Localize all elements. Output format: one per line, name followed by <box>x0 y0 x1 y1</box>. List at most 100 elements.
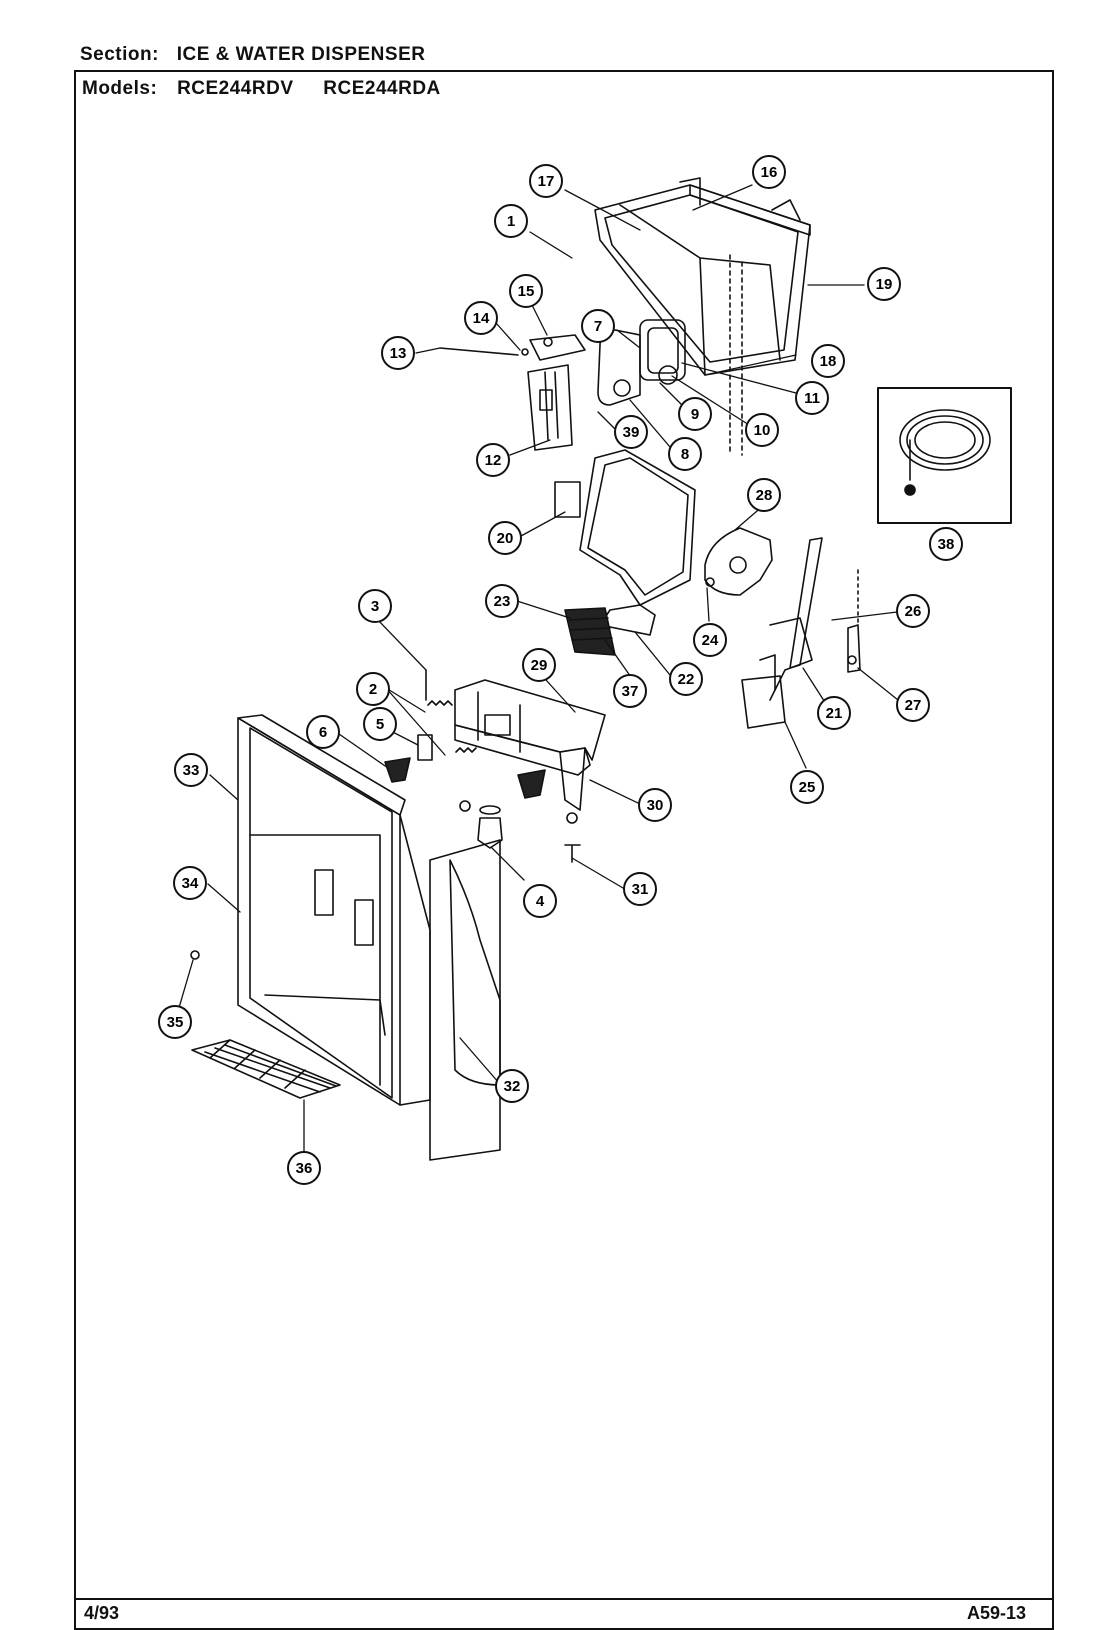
svg-text:26: 26 <box>905 603 922 620</box>
svg-text:16: 16 <box>761 164 778 181</box>
section-title: ICE & WATER DISPENSER <box>176 44 426 65</box>
callout-30: 30 <box>638 788 672 822</box>
callout-10: 10 <box>745 413 779 447</box>
svg-text:12: 12 <box>485 452 502 469</box>
svg-text:39: 39 <box>623 424 640 441</box>
callout-6: 6 <box>306 715 340 749</box>
ice-bucket-housing <box>594 177 811 456</box>
callout-18: 18 <box>811 344 845 378</box>
svg-text:31: 31 <box>632 881 649 898</box>
callout-14: 14 <box>464 301 498 335</box>
footer-page-code: A59-13 <box>966 1603 1026 1623</box>
callout-9: 9 <box>678 397 712 431</box>
svg-text:9: 9 <box>691 406 699 423</box>
svg-text:13: 13 <box>390 345 407 362</box>
callout-4: 4 <box>523 884 557 918</box>
callout-16: 16 <box>752 155 786 189</box>
section-header: Section: ICE & WATER DISPENSER <box>80 44 425 66</box>
callout-bubbles: 1 2 3 4 5 6 7 8 9 10 11 12 13 14 15 16 1… <box>158 155 963 1185</box>
svg-text:10: 10 <box>754 422 771 439</box>
switch-bracket <box>439 334 586 451</box>
callout-26: 26 <box>896 594 930 628</box>
svg-text:29: 29 <box>531 657 548 674</box>
ice-chute <box>554 449 696 636</box>
callout-8: 8 <box>668 437 702 471</box>
svg-text:11: 11 <box>804 390 820 407</box>
svg-text:32: 32 <box>504 1078 521 1095</box>
callout-23: 23 <box>485 584 519 618</box>
callout-17: 17 <box>529 164 563 198</box>
callout-3: 3 <box>358 589 392 623</box>
dispenser-upper-housing <box>454 679 606 811</box>
section-label: Section: <box>80 44 159 65</box>
callout-33: 33 <box>174 753 208 787</box>
svg-text:27: 27 <box>905 697 922 714</box>
callout-19: 19 <box>867 267 901 301</box>
callout-22: 22 <box>669 662 703 696</box>
svg-text:7: 7 <box>594 318 602 335</box>
svg-text:28: 28 <box>756 487 773 504</box>
callout-21: 21 <box>817 696 851 730</box>
callout-24: 24 <box>693 623 727 657</box>
svg-text:20: 20 <box>497 530 514 547</box>
svg-text:14: 14 <box>473 310 490 327</box>
svg-text:6: 6 <box>319 724 327 741</box>
screw-35 <box>190 950 200 960</box>
svg-text:17: 17 <box>538 173 555 190</box>
models-label: Models: <box>82 78 158 99</box>
svg-text:24: 24 <box>702 632 719 649</box>
svg-text:2: 2 <box>369 681 377 698</box>
model-number-1: RCE244RDV <box>177 78 294 99</box>
svg-text:8: 8 <box>681 446 689 463</box>
svg-text:18: 18 <box>820 353 837 370</box>
callout-1: 1 <box>494 204 528 238</box>
svg-text:5: 5 <box>376 716 384 733</box>
callout-13: 13 <box>381 336 415 370</box>
model-number-2: RCE244RDA <box>323 78 441 99</box>
callout-2: 2 <box>356 672 390 706</box>
callout-29: 29 <box>522 648 556 682</box>
svg-text:34: 34 <box>182 875 199 892</box>
callout-11: 11 <box>795 381 829 415</box>
callout-25: 25 <box>790 770 824 804</box>
callout-36: 36 <box>287 1151 321 1185</box>
svg-text:25: 25 <box>799 779 816 796</box>
callout-39: 39 <box>614 415 648 449</box>
footer-divider <box>76 1598 1052 1600</box>
svg-text:15: 15 <box>518 283 535 300</box>
callout-20: 20 <box>488 521 522 555</box>
svg-text:35: 35 <box>167 1014 184 1031</box>
callout-12: 12 <box>476 443 510 477</box>
spring-levers <box>384 669 546 799</box>
footer-date: 4/93 <box>84 1603 120 1623</box>
wire-harness-inset <box>877 387 1012 524</box>
svg-text:36: 36 <box>296 1160 313 1177</box>
callout-31: 31 <box>623 872 657 906</box>
back-panel <box>429 839 501 1161</box>
callout-34: 34 <box>173 866 207 900</box>
svg-text:38: 38 <box>938 536 955 553</box>
svg-text:4: 4 <box>536 893 545 910</box>
svg-text:30: 30 <box>647 797 664 814</box>
svg-text:21: 21 <box>826 705 843 722</box>
callout-27: 27 <box>896 688 930 722</box>
callout-37: 37 <box>613 674 647 708</box>
svg-text:1: 1 <box>507 213 515 230</box>
callout-28: 28 <box>747 478 781 512</box>
svg-text:22: 22 <box>678 671 695 688</box>
callout-35: 35 <box>158 1005 192 1039</box>
svg-text:3: 3 <box>371 598 379 615</box>
svg-text:33: 33 <box>183 762 200 779</box>
callout-5: 5 <box>363 707 397 741</box>
callout-7: 7 <box>581 309 615 343</box>
callout-38: 38 <box>929 527 963 561</box>
exploded-parts-diagram: 1 2 3 4 5 6 7 8 9 10 11 12 13 14 15 16 1… <box>158 155 1012 1185</box>
svg-text:19: 19 <box>876 276 893 293</box>
callout-15: 15 <box>509 274 543 308</box>
svg-text:37: 37 <box>622 683 639 700</box>
drip-tray <box>191 1039 341 1099</box>
door-actuator <box>704 527 773 596</box>
callout-32: 32 <box>495 1069 529 1103</box>
water-nozzle <box>459 800 581 863</box>
models-header: Models: RCE244RDV RCE244RDA <box>82 78 441 100</box>
